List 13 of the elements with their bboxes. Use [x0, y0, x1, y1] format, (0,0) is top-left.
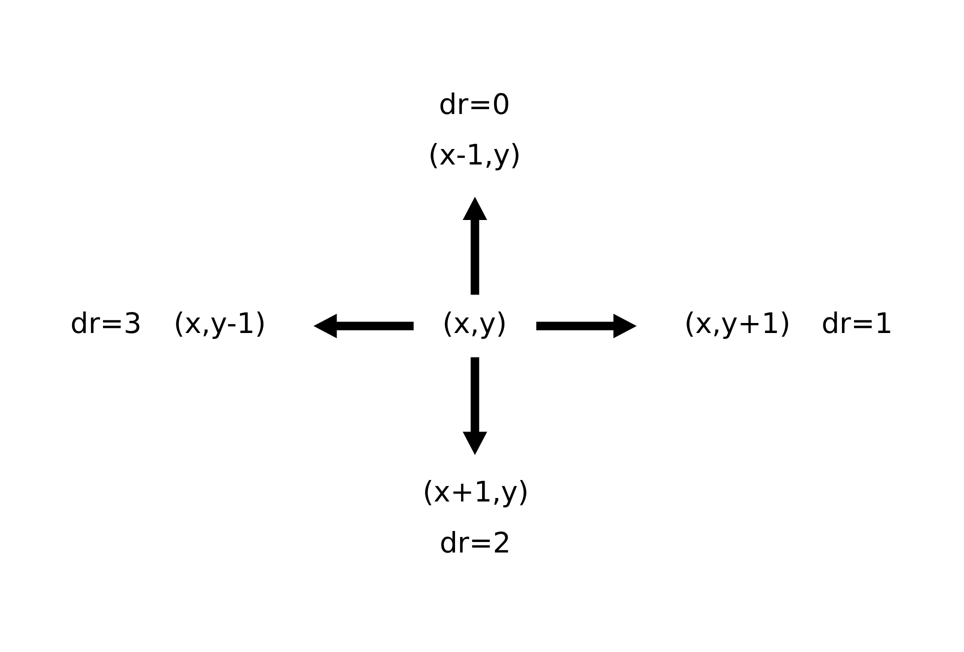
- arrow: [462, 196, 488, 295]
- node-label: dr=3: [70, 307, 142, 340]
- arrow: [536, 314, 637, 338]
- node-text: (x-1,y): [428, 138, 521, 172]
- node-text: (x,y): [442, 307, 507, 340]
- node-label: dr=0: [438, 88, 510, 121]
- node-text: (x+1,y): [422, 475, 529, 508]
- node-label: dr=1: [821, 307, 893, 340]
- arrow: [462, 357, 488, 456]
- node-label: dr=2: [440, 526, 511, 560]
- node-text: (x,y-1): [174, 307, 266, 340]
- node-text: (x,y+1): [684, 307, 791, 340]
- arrow: [314, 314, 414, 338]
